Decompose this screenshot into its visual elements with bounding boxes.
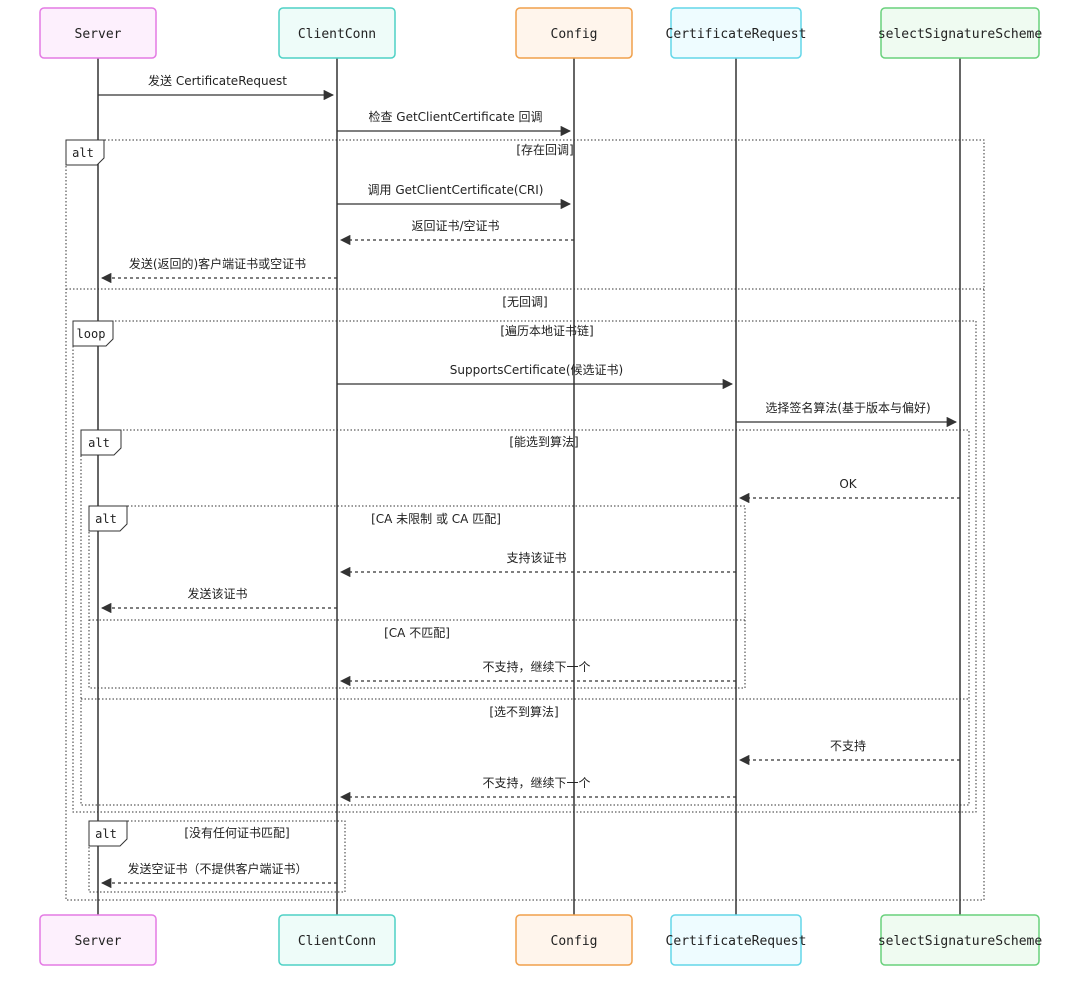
frame-condition: [遍历本地证书链]	[500, 323, 593, 338]
frame-border	[80, 429, 970, 806]
frame-border	[88, 820, 346, 893]
message-label: 返回证书/空证书	[411, 219, 499, 233]
frame-condition: [选不到算法]	[489, 704, 558, 719]
frame-tag	[65, 139, 105, 166]
actor-label: selectSignatureScheme	[878, 934, 1043, 949]
frame-alt-2: alt [能选到算法] [选不到算法]	[80, 429, 970, 806]
frame-alt-3: alt [CA 未限制 或 CA 匹配] [CA 不匹配]	[88, 505, 746, 689]
actor-box	[670, 914, 802, 966]
message-7: OK	[738, 477, 960, 504]
message-label: 检查 GetClientCertificate 回调	[368, 109, 542, 124]
message-10: 不支持，继续下一个	[339, 659, 736, 687]
frame-loop-1: loop [遍历本地证书链]	[72, 320, 977, 813]
message-label: SupportsCertificate(候选证书)	[450, 363, 623, 377]
frame-border	[88, 505, 746, 689]
frame-alt-4: alt [没有任何证书匹配]	[88, 820, 346, 893]
actor-selectsig-top: selectSignatureScheme	[878, 7, 1043, 59]
message-12: 不支持，继续下一个	[339, 775, 736, 803]
message-2: 调用 GetClientCertificate(CRI)	[337, 183, 572, 210]
frame-tag	[88, 505, 128, 532]
lifelines	[97, 58, 961, 915]
message-label: OK	[839, 477, 857, 491]
frame-tag-label: alt	[72, 146, 94, 160]
actor-label: Config	[551, 27, 598, 42]
actor-label: Config	[551, 934, 598, 949]
actor-box	[670, 7, 802, 59]
message-label: 支持该证书	[506, 550, 566, 565]
frame-tag	[88, 820, 128, 847]
message-8: 支持该证书	[339, 550, 736, 578]
frame-condition: [CA 未限制 或 CA 匹配]	[371, 512, 501, 526]
message-5: SupportsCertificate(候选证书)	[337, 363, 734, 390]
actor-clientconn-bottom: ClientConn	[278, 914, 396, 966]
frame-tag-label: loop	[77, 327, 106, 341]
actor-clientconn-top: ClientConn	[278, 7, 396, 59]
frame-condition: [无回调]	[502, 295, 547, 309]
frame-tag	[72, 320, 114, 347]
message-label: 不支持，继续下一个	[482, 659, 590, 674]
actor-server-top: Server	[39, 7, 157, 59]
message-label: 发送(返回的)客户端证书或空证书	[129, 256, 306, 271]
frame-condition: [存在回调]	[516, 143, 573, 157]
actor-label: CertificateRequest	[666, 934, 807, 949]
actor-label: CertificateRequest	[666, 27, 807, 42]
actor-certreq-bottom: CertificateRequest	[666, 914, 807, 966]
actor-label: selectSignatureScheme	[878, 27, 1043, 42]
frame-alt-0: alt [存在回调] [无回调]	[65, 139, 985, 901]
actor-box	[39, 914, 157, 966]
message-11: 不支持	[738, 738, 960, 766]
actor-box	[39, 7, 157, 59]
frame-condition: [CA 不匹配]	[384, 626, 450, 640]
actor-label: Server	[75, 27, 122, 42]
message-4: 发送(返回的)客户端证书或空证书	[100, 256, 337, 284]
frame-tag-label: alt	[95, 512, 117, 526]
message-label: 不支持	[830, 738, 866, 753]
frame-tag-label: alt	[88, 436, 110, 450]
message-label: 发送该证书	[187, 586, 247, 601]
message-1: 检查 GetClientCertificate 回调	[337, 109, 572, 137]
frame-border	[65, 139, 985, 901]
frames: alt [存在回调] [无回调] loop [遍历本地证书链] alt [能选到算法] [选不…	[65, 139, 985, 901]
message-13: 发送空证书（不提供客户端证书）	[100, 861, 337, 889]
actors: ServerServerClientConnClientConnConfigCo…	[39, 7, 1043, 966]
frame-border	[72, 320, 977, 813]
message-label: 发送空证书（不提供客户端证书）	[127, 861, 307, 876]
actor-box	[880, 914, 1040, 966]
message-0: 发送 CertificateRequest	[98, 73, 335, 101]
message-label: 选择签名算法(基于版本与偏好)	[765, 400, 930, 415]
actor-label: Server	[75, 934, 122, 949]
message-3: 返回证书/空证书	[339, 219, 574, 246]
actor-label: ClientConn	[298, 934, 376, 949]
message-9: 发送该证书	[100, 586, 337, 614]
actor-server-bottom: Server	[39, 914, 157, 966]
actor-box	[515, 914, 633, 966]
actor-box	[278, 7, 396, 59]
actor-config-bottom: Config	[515, 914, 633, 966]
actor-box	[278, 914, 396, 966]
message-label: 不支持，继续下一个	[482, 775, 590, 790]
message-label: 调用 GetClientCertificate(CRI)	[368, 183, 544, 197]
messages: 发送 CertificateRequest 检查 GetClientCertifi…	[98, 73, 960, 889]
actor-selectsig-bottom: selectSignatureScheme	[878, 914, 1043, 966]
frame-condition: [能选到算法]	[509, 434, 578, 449]
frame-tag	[80, 429, 122, 456]
frame-condition: [没有任何证书匹配]	[184, 825, 289, 840]
actor-label: ClientConn	[298, 27, 376, 42]
actor-config-top: Config	[515, 7, 633, 59]
message-6: 选择签名算法(基于版本与偏好)	[736, 400, 958, 428]
frame-tag-label: alt	[95, 827, 117, 841]
message-label: 发送 CertificateRequest	[148, 73, 287, 88]
actor-box	[515, 7, 633, 59]
actor-box	[880, 7, 1040, 59]
actor-certreq-top: CertificateRequest	[666, 7, 807, 59]
